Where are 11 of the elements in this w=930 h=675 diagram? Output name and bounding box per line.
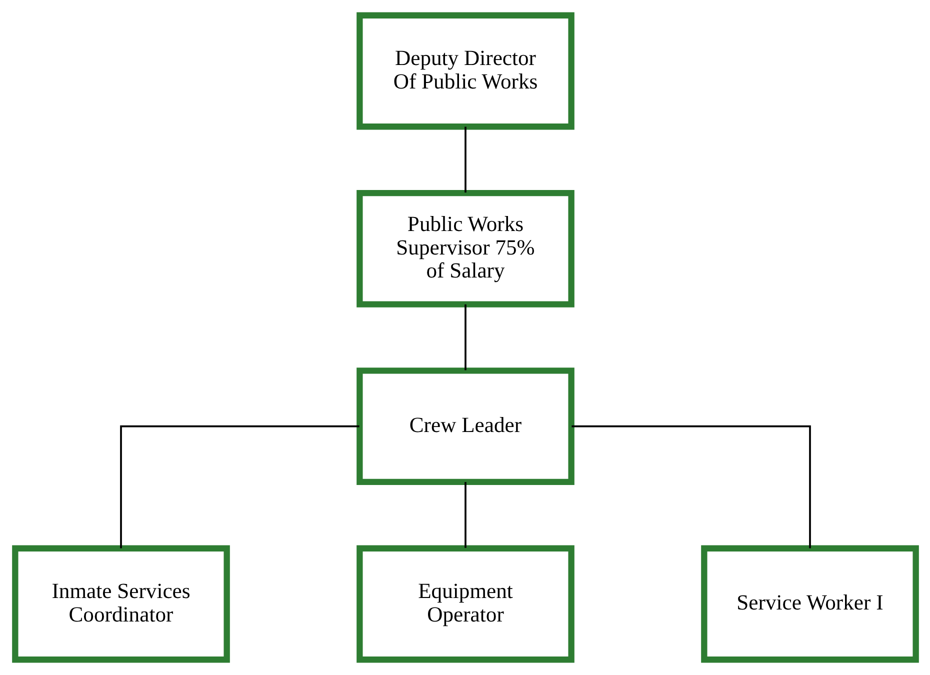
connector	[571, 425, 810, 548]
connector	[120, 425, 359, 548]
connector	[464, 126, 466, 193]
node-box: Deputy Director Of Public Works	[356, 12, 574, 130]
node-box: Service Worker I	[700, 545, 918, 663]
node-box: Equipment Operator	[356, 545, 574, 663]
connector	[464, 482, 466, 548]
node-box: Inmate Services Coordinator	[12, 545, 230, 663]
node-box: Public Works Supervisor 75% of Salary	[356, 190, 574, 308]
connector	[464, 304, 466, 370]
node-box: Crew Leader	[356, 368, 574, 486]
